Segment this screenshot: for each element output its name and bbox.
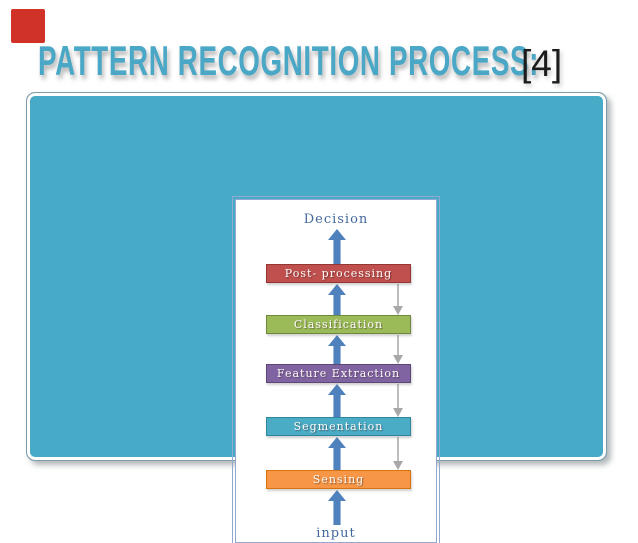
flow-box-label: Classification <box>293 318 384 331</box>
flow-box-post-processing: Post- processing <box>266 264 411 283</box>
flow-box-classification: Classification <box>266 315 411 334</box>
up-arrowhead-to-feature <box>328 384 346 395</box>
flowchart-canvas: Decision Post- processing Classification <box>232 196 440 543</box>
up-arrowhead-to-segmentation <box>328 437 346 448</box>
flow-box-label: Feature Extraction <box>276 367 401 380</box>
flow-box-label: Post- processing <box>284 267 393 280</box>
feedback-arrowhead-sensing <box>393 461 403 470</box>
feedback-arrow-post-to-classification <box>397 284 399 306</box>
feedback-arrow-segmentation-to-sensing <box>397 437 399 461</box>
up-arrowhead-to-postprocessing <box>328 284 346 295</box>
up-arrow-sensing-to-segmentation <box>333 448 341 470</box>
up-arrowhead-to-decision <box>328 229 346 240</box>
up-arrow-segmentation-to-feature <box>333 395 341 417</box>
up-arrow-feature-to-classification <box>333 346 341 364</box>
up-arrow-post-to-decision <box>333 240 341 264</box>
decision-label: Decision <box>303 212 369 227</box>
flow-box-segmentation: Segmentation <box>266 417 411 436</box>
citation-reference: [4] <box>521 43 563 84</box>
flow-box-feature-extraction: Feature Extraction <box>266 364 411 383</box>
feedback-arrow-feature-to-segmentation <box>397 384 399 408</box>
flow-box-label: Segmentation <box>293 420 384 433</box>
up-arrow-classification-to-post <box>333 295 341 315</box>
up-arrowhead-to-sensing <box>328 490 346 501</box>
feedback-arrowhead-feature <box>393 355 403 364</box>
flow-box-label: Sensing <box>312 473 365 486</box>
feedback-arrowhead-segmentation <box>393 408 403 417</box>
slide-title: PATTERN RECOGNITION PROCESS: <box>38 37 540 84</box>
up-arrow-input-to-sensing <box>333 501 341 525</box>
flow-box-sensing: Sensing <box>266 470 411 489</box>
content-panel: Decision Post- processing Classification <box>26 92 607 543</box>
slide-corner-marker <box>11 9 45 43</box>
input-label: input <box>316 526 356 541</box>
feedback-arrow-classification-to-feature <box>397 335 399 355</box>
up-arrowhead-to-classification <box>328 335 346 346</box>
feedback-arrowhead-classification <box>393 306 403 315</box>
